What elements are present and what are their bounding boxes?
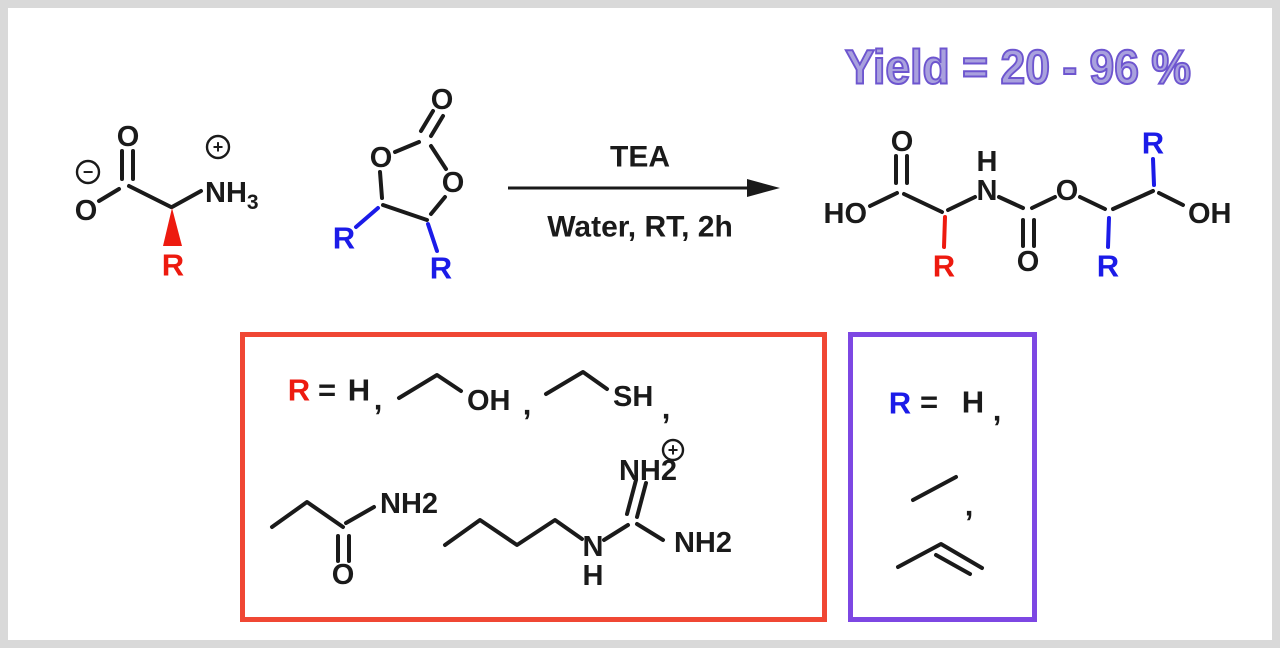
atom-label-carboxylate-o: O xyxy=(75,195,98,227)
purple-box-border xyxy=(848,332,1037,622)
atom-label-nh3: NH3 xyxy=(205,177,259,214)
molecule-carbamate-product: HO O R H N O O R R OH xyxy=(824,126,1232,284)
minus-charge-label: − xyxy=(83,162,94,182)
atom-label-carbonyl-o: O xyxy=(431,84,454,116)
product-r-red-bond xyxy=(942,215,947,249)
atom-label-amide-h: H xyxy=(977,146,998,178)
reaction-scheme-svg: Yield = 20 - 96 % − O O + NH3 R O O O R … xyxy=(75,41,1232,622)
guanidinium-fragment-bonds xyxy=(443,478,665,547)
red-box-r: R xyxy=(288,373,310,408)
carbonate-bonds xyxy=(378,109,448,222)
atom-label-gua-nh2-right: NH2 xyxy=(674,527,732,559)
atom-label-oh: OH xyxy=(1188,198,1232,230)
r-group-label-blue-top: R xyxy=(1142,126,1164,161)
purple-box-h: H xyxy=(962,385,984,420)
conditions-label: Water, RT, 2h xyxy=(547,211,733,244)
product-r-blue-bonds xyxy=(1106,157,1156,249)
atom-label-sh: SH xyxy=(613,381,653,413)
red-box-comma-3: , xyxy=(662,391,671,426)
plus-charge-label: + xyxy=(213,137,224,157)
r-group-label-blue-left: R xyxy=(333,221,355,256)
atom-label-ho: HO xyxy=(824,198,868,230)
plus-charge-label: + xyxy=(668,440,679,460)
reaction-arrow: TEA Water, RT, 2h xyxy=(508,141,780,244)
r-group-label-blue-right: R xyxy=(430,251,452,286)
nh3-subscript: 3 xyxy=(247,191,259,214)
vinyl-bonds xyxy=(896,542,984,576)
reagent-label: TEA xyxy=(610,141,670,174)
amide-fragment-bonds xyxy=(270,500,376,563)
yield-text: Yield = 20 - 96 % xyxy=(845,42,1191,95)
purple-box-equals: = xyxy=(920,385,938,420)
purple-r-group-box: R = H , , xyxy=(848,332,1037,622)
atom-label-gua-n: N xyxy=(583,531,604,563)
stereo-wedge-bond xyxy=(163,208,182,246)
minus-charge-icon xyxy=(75,159,101,185)
red-r-group-box: R = H , OH , SH , NH2 O NH2 + N H NH2 xyxy=(240,332,827,622)
atom-label-gua-h: H xyxy=(583,560,604,592)
methyl-bond xyxy=(911,475,958,502)
plus-charge-icon xyxy=(205,134,231,160)
molecule-amino-acid: − O O + NH3 R xyxy=(75,121,259,283)
product-bonds xyxy=(868,154,1185,248)
atom-label-ring-o-left: O xyxy=(370,142,393,174)
cysteine-chain-bonds xyxy=(544,370,609,396)
red-box-border xyxy=(240,332,827,622)
r-group-label-red: R xyxy=(162,248,184,283)
red-box-comma-2: , xyxy=(523,387,532,422)
r-group-label-blue-bottom: R xyxy=(1097,249,1119,284)
nh3-main: NH xyxy=(205,177,247,209)
atom-label-carbonyl-o: O xyxy=(117,121,140,153)
molecule-cyclic-carbonate: O O O R R xyxy=(333,84,464,286)
atom-label-amide-n: N xyxy=(977,175,998,207)
amino-acid-bonds xyxy=(97,149,203,209)
plus-charge-icon xyxy=(661,438,685,462)
red-box-h: H xyxy=(348,373,370,408)
serine-chain-bonds xyxy=(397,373,463,400)
carbonate-r-bonds xyxy=(354,206,439,253)
atom-label-gua-nh2-top: NH2 xyxy=(619,455,677,487)
purple-box-comma-1: , xyxy=(993,393,1002,428)
purple-box-r: R xyxy=(889,386,911,421)
r-group-label-red: R xyxy=(933,249,955,284)
arrow-head-icon xyxy=(747,179,780,197)
purple-box-comma-2: , xyxy=(965,488,974,523)
atom-label-amide-o: O xyxy=(332,559,355,591)
red-box-comma-1: , xyxy=(374,382,383,417)
atom-label-ester-o: O xyxy=(1056,175,1079,207)
atom-label-ring-o-right: O xyxy=(442,167,465,199)
red-box-equals: = xyxy=(318,373,336,408)
atom-label-carbamate-o: O xyxy=(1017,246,1040,278)
atom-label-amide-nh2: NH2 xyxy=(380,488,438,520)
atom-label-oh: OH xyxy=(467,385,511,417)
atom-label-acid-o: O xyxy=(891,126,914,158)
